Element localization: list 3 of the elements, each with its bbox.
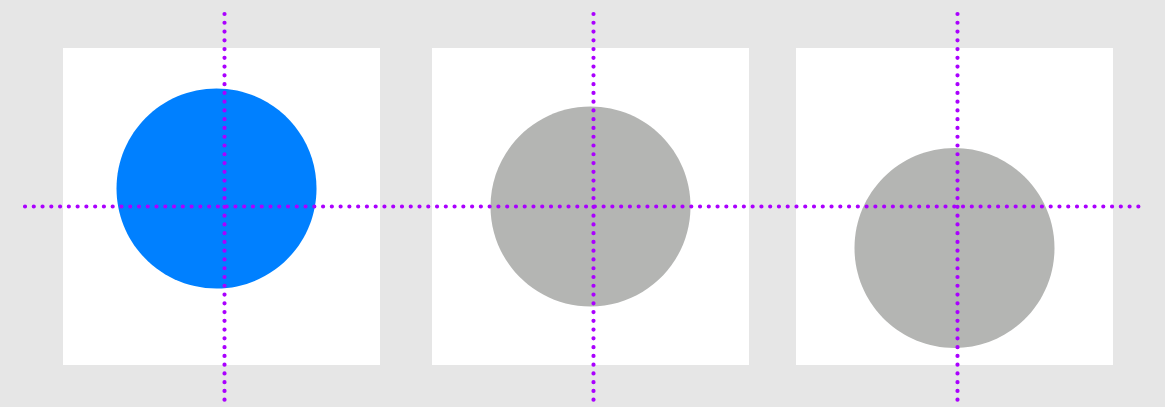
circle-shape: [490, 106, 691, 307]
circle-shape: [854, 148, 1055, 348]
circle-shape: [116, 88, 317, 289]
